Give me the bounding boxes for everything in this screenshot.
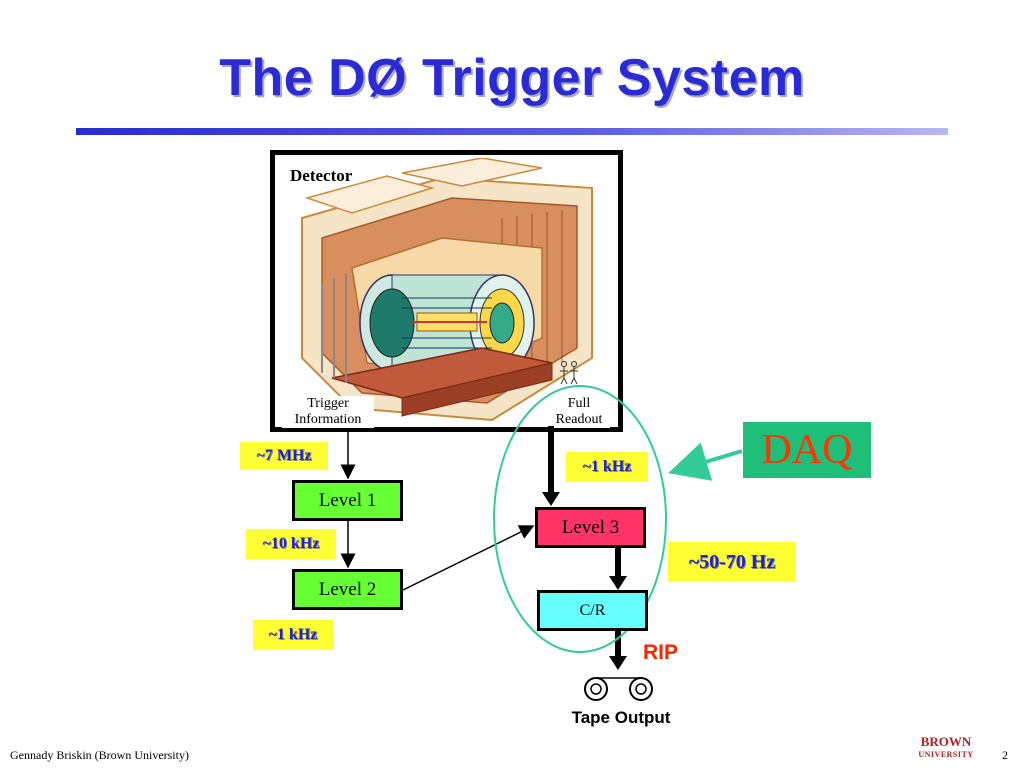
tape-reels-icon	[582, 675, 654, 703]
rate-level1-input: ~7 MHz	[240, 442, 328, 470]
full-readout-label: Full Readout	[548, 396, 610, 428]
rate-level3-input: ~1 kHz	[566, 452, 648, 482]
title-divider	[76, 128, 948, 135]
detector-illustration	[301, 158, 593, 422]
rip-label: RIP	[643, 641, 679, 664]
cr-box: C/R	[537, 590, 648, 631]
slide-title: The DØ Trigger System	[219, 49, 805, 107]
tape-output-label: Tape Output	[571, 708, 671, 727]
page-number: 2	[1002, 748, 1008, 762]
rate-level3-output: ~50-70 Hz	[668, 542, 796, 582]
level3-box: Level 3	[535, 507, 646, 548]
level1-box: Level 1	[292, 480, 403, 521]
rate-level2-input: ~10 kHz	[246, 529, 336, 559]
footer-author: Gennady Briskin (Brown University)	[10, 748, 189, 762]
daq-label: DAQ	[743, 422, 871, 478]
trigger-information-label: Trigger Information	[282, 396, 374, 428]
level2-box: Level 2	[292, 569, 403, 610]
rate-level2-output: ~1 kHz	[253, 620, 333, 650]
detector-label: Detector	[290, 166, 353, 185]
